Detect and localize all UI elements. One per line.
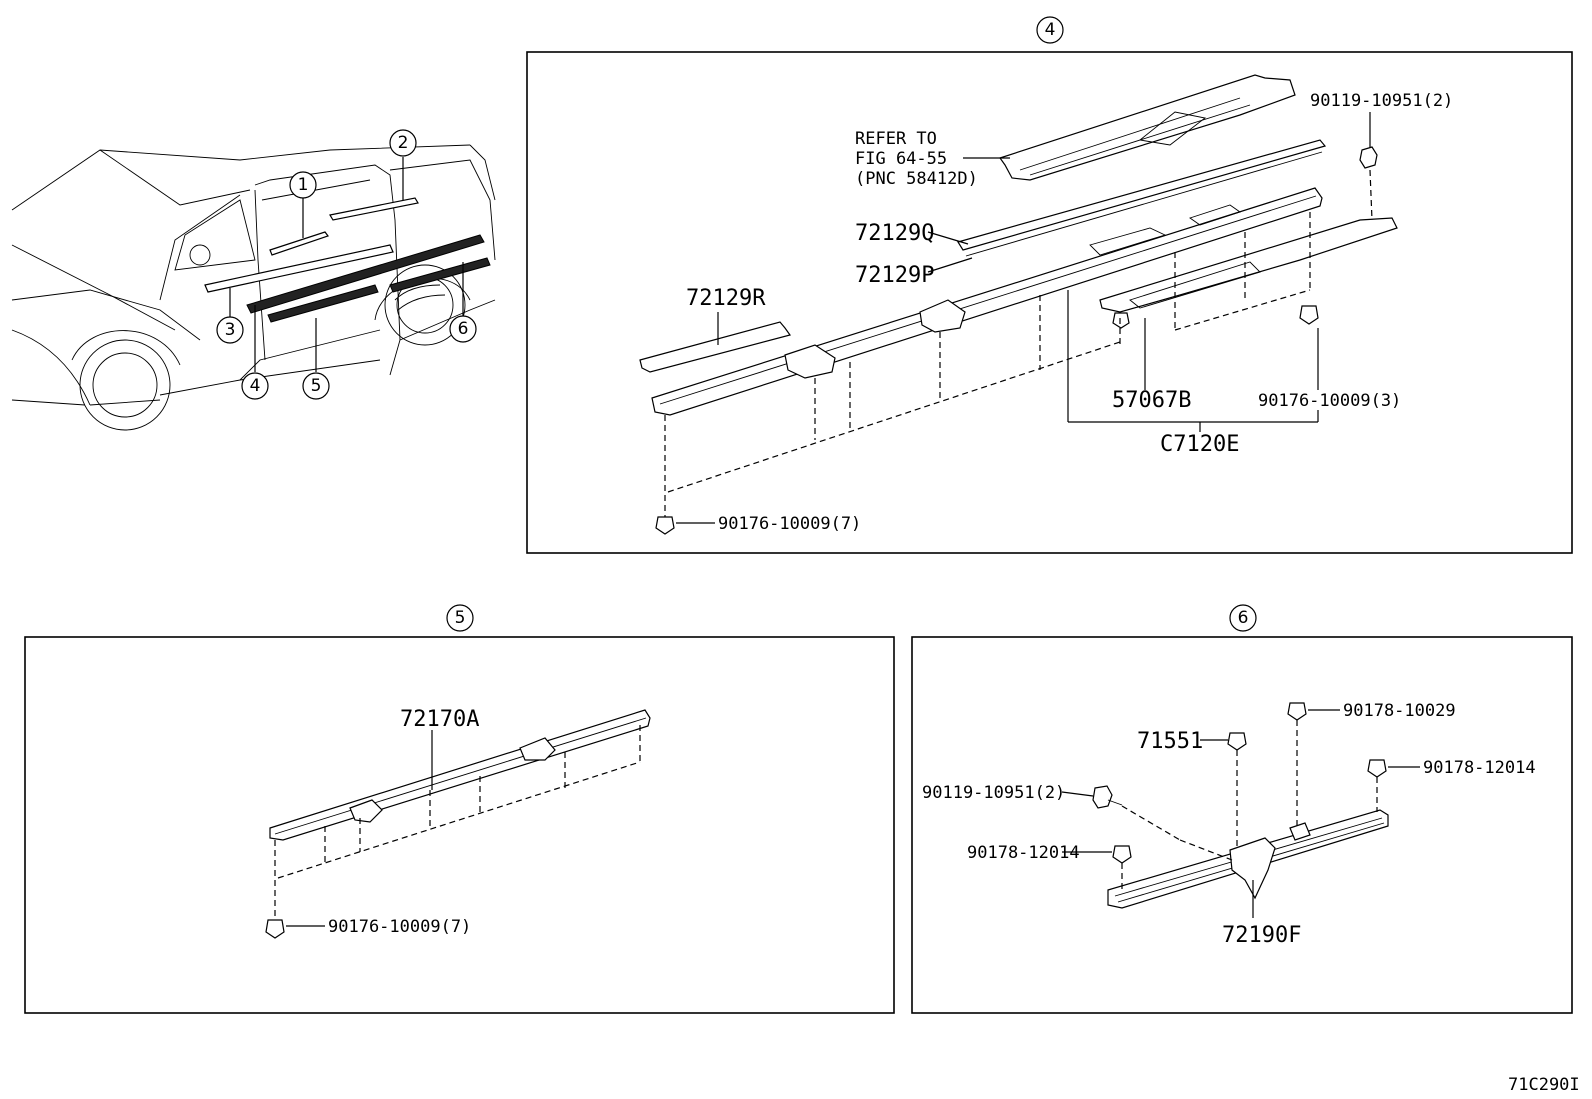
part-72190F-label: 72190F — [1222, 923, 1301, 948]
part-90178-12014-b-label: 90178-12014 — [967, 843, 1080, 863]
panel-4-frame — [526, 51, 1573, 554]
part-72170A-label: 72170A — [400, 707, 479, 732]
vehicle-illustration — [11, 144, 496, 431]
panel-4-parts — [639, 74, 1398, 535]
callout-3: 3 — [216, 316, 244, 344]
clip-3-shape — [1299, 305, 1319, 325]
part1-shape — [269, 231, 329, 256]
refer-to-label: REFER TO — [855, 129, 937, 149]
panel-5-frame — [24, 636, 895, 1014]
part-57067B-label: 57067B — [1112, 388, 1191, 413]
bolt-top-shape — [1359, 146, 1378, 169]
part-90178-12014-a-label: 90178-12014 — [1423, 758, 1536, 778]
pad-72129R-shape — [639, 321, 791, 373]
panel-6-labels: 71551 90178-10029 90178-12014 90119-1095… — [922, 701, 1536, 948]
part-bolt-p6-label: 90119-10951(2) — [922, 783, 1065, 803]
part-72129R-label: 72129R — [686, 286, 766, 311]
part-72129Q-label: 72129Q — [855, 221, 934, 246]
refer-fig-label: FIG 64-55 — [855, 149, 947, 169]
bolt-p6-shape — [1092, 785, 1113, 809]
figure-code: 71C290I — [1508, 1075, 1580, 1095]
clip-7-shape — [655, 516, 675, 535]
panel-5-title: 5 — [446, 604, 474, 632]
part-clip7-p5-label: 90176-10009(7) — [328, 917, 471, 937]
part-bolt-label: 90119-10951(2) — [1310, 91, 1453, 111]
svg-text:5: 5 — [455, 608, 466, 628]
callout-6: 6 — [449, 315, 477, 343]
svg-text:5: 5 — [311, 376, 322, 396]
svg-text:2: 2 — [398, 133, 409, 153]
panel-4-labels: REFER TO FIG 64-55 (PNC 58412D) 72129Q 7… — [686, 91, 1453, 534]
panel-4-title: 4 — [1036, 16, 1064, 44]
clip-7-p5-shape — [265, 919, 285, 939]
part-clip7-label: 90176-10009(7) — [718, 514, 861, 534]
part5-shape — [267, 284, 379, 323]
part6-shape — [389, 257, 491, 293]
svg-text:1: 1 — [298, 175, 309, 195]
callout-2: 2 — [389, 129, 417, 157]
refer-pnc-label: (PNC 58412D) — [855, 169, 978, 189]
callout-4: 4 — [241, 372, 269, 400]
nut-90178-10029-shape — [1287, 702, 1307, 721]
part2-shape — [329, 197, 419, 221]
svg-text:4: 4 — [1045, 20, 1056, 40]
bracket-57067B-shape — [1099, 217, 1398, 313]
panel-6-title: 6 — [1229, 604, 1257, 632]
part3-shape — [204, 244, 394, 293]
part-72129P-label: 72129P — [855, 263, 934, 288]
svg-text:4: 4 — [250, 376, 261, 396]
nut-90178-12014-a-shape — [1367, 759, 1387, 778]
panel-5-parts — [265, 709, 651, 939]
panel-6-parts — [1061, 702, 1420, 918]
part-C7120E-label: C7120E — [1160, 432, 1239, 457]
panel-5-labels: 72170A 90176-10009(7) — [328, 707, 479, 937]
part-71551-label: 71551 — [1137, 729, 1203, 754]
svg-text:6: 6 — [458, 319, 469, 339]
upper-rail-shape — [999, 74, 1296, 181]
callout-5: 5 — [302, 372, 330, 400]
strip-72129Q-shape — [957, 139, 1327, 251]
panel-6-frame — [911, 636, 1573, 1014]
callout-1: 1 — [289, 171, 317, 199]
part-clip3-label: 90176-10009(3) — [1258, 391, 1401, 411]
nut-90178-12014-b-shape — [1112, 845, 1132, 864]
bracket-72190F-shape — [1229, 837, 1276, 900]
svg-text:6: 6 — [1238, 608, 1249, 628]
part-90178-10029-label: 90178-10029 — [1343, 701, 1456, 721]
svg-text:3: 3 — [225, 320, 236, 340]
nut-71551-shape — [1227, 732, 1247, 751]
part4-shape — [246, 234, 485, 314]
